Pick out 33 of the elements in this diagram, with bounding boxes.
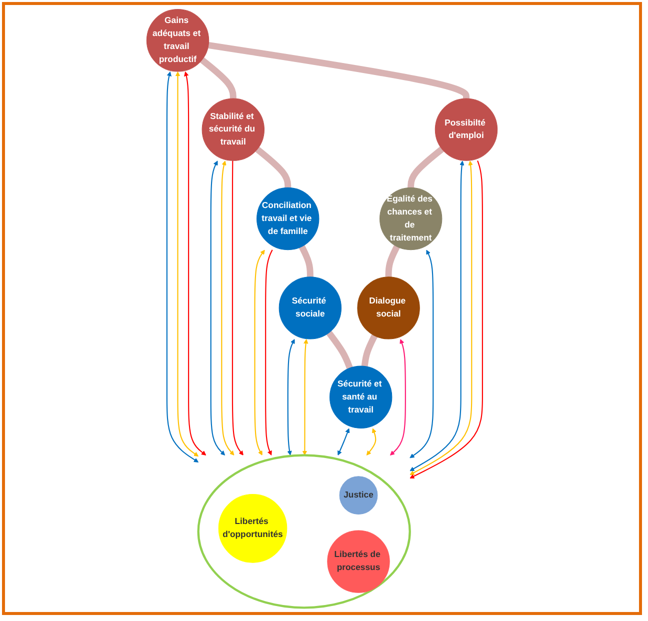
arrow [302, 339, 308, 456]
node-circle [357, 276, 420, 340]
arrow [287, 339, 295, 456]
node-circle [256, 187, 320, 250]
connector [208, 42, 470, 100]
connector [255, 146, 292, 189]
diagram: Justice Libertés d'opportunités Libertés de processus Gains adéquats et travail productif Stabilité et sécurité du travail Possibilté d'emploi Conciliation travail et vie de famille Egalité des chances et de traitement Sécurité sociale Dialogue social Sécurité et santé au travail [5, 5, 639, 612]
node-circle [339, 476, 378, 515]
node-circle [278, 276, 342, 340]
arrow [265, 250, 273, 456]
node-circle [202, 98, 264, 161]
node-circle [218, 494, 288, 563]
arrow [410, 250, 434, 458]
connector [326, 330, 353, 370]
node-circle [327, 530, 390, 593]
node-circle [434, 98, 498, 161]
arrow [232, 160, 244, 456]
connector [385, 245, 400, 278]
arrow [184, 71, 206, 456]
node-circle [380, 187, 442, 250]
arrow [390, 339, 406, 456]
connector [298, 245, 314, 278]
arrow [254, 250, 265, 456]
node-circle [146, 9, 210, 72]
arrow [166, 71, 199, 462]
connector [200, 57, 236, 100]
arrow [221, 160, 234, 456]
arrow [175, 71, 199, 457]
arrow [338, 428, 350, 456]
arrow [366, 428, 376, 456]
connector [408, 146, 444, 189]
node-circle [330, 366, 392, 428]
arrow [210, 160, 226, 456]
